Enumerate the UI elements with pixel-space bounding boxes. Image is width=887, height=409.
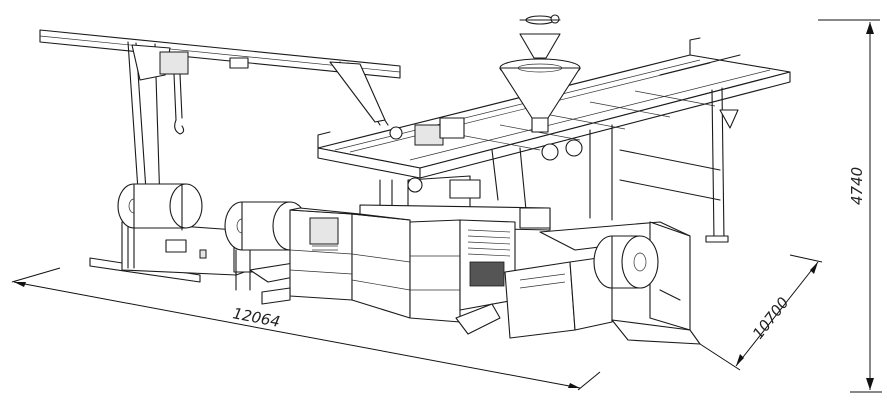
dimension-height-label: 4740 <box>848 167 866 205</box>
dimension-depth <box>699 254 823 371</box>
dimension-length <box>11 267 601 391</box>
dimension-depth-label: 10700 <box>749 294 793 343</box>
unwind-stand <box>89 183 251 283</box>
hopper <box>499 14 581 133</box>
dimension-height <box>818 19 882 393</box>
forming-section <box>409 219 516 335</box>
output-winder <box>504 221 701 345</box>
gantry-crane <box>39 29 401 221</box>
main-cabinet <box>261 207 411 319</box>
